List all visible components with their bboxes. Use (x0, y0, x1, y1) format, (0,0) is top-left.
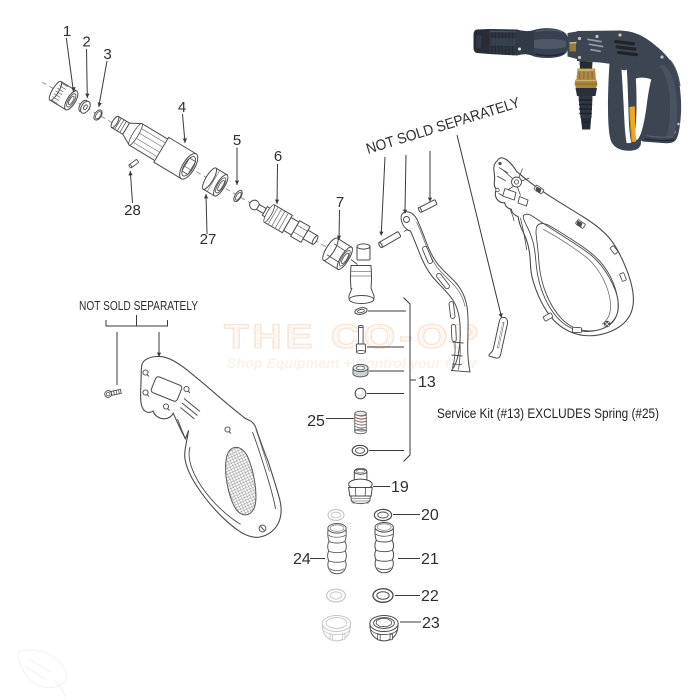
svg-text:25: 25 (307, 413, 325, 430)
svg-text:Service Kit (#13) EXCLUDES Spr: Service Kit (#13) EXCLUDES Spring (#25) (437, 406, 659, 421)
svg-text:7: 7 (336, 194, 344, 211)
svg-text:Shop Equipment + Control your: Shop Equipment + Control your Gear (227, 356, 478, 371)
svg-text:13: 13 (418, 374, 436, 391)
svg-text:5: 5 (233, 132, 241, 149)
svg-text:NOT SOLD SEPARATELY: NOT SOLD SEPARATELY (364, 94, 522, 158)
svg-text:1: 1 (63, 23, 71, 40)
svg-text:21: 21 (421, 551, 439, 568)
svg-text:19: 19 (391, 479, 409, 496)
svg-text:28: 28 (124, 202, 141, 219)
svg-text:22: 22 (421, 588, 439, 605)
svg-text:THE CO-OP: THE CO-OP (224, 318, 482, 356)
svg-text:NOT SOLD SEPARATELY: NOT SOLD SEPARATELY (79, 298, 198, 313)
svg-text:6: 6 (274, 148, 282, 165)
svg-text:24: 24 (293, 551, 311, 568)
svg-text:3: 3 (103, 46, 111, 63)
svg-text:2: 2 (82, 34, 90, 51)
svg-text:20: 20 (421, 507, 439, 524)
svg-text:27: 27 (200, 231, 217, 248)
svg-text:4: 4 (178, 99, 186, 116)
svg-text:23: 23 (422, 615, 440, 632)
